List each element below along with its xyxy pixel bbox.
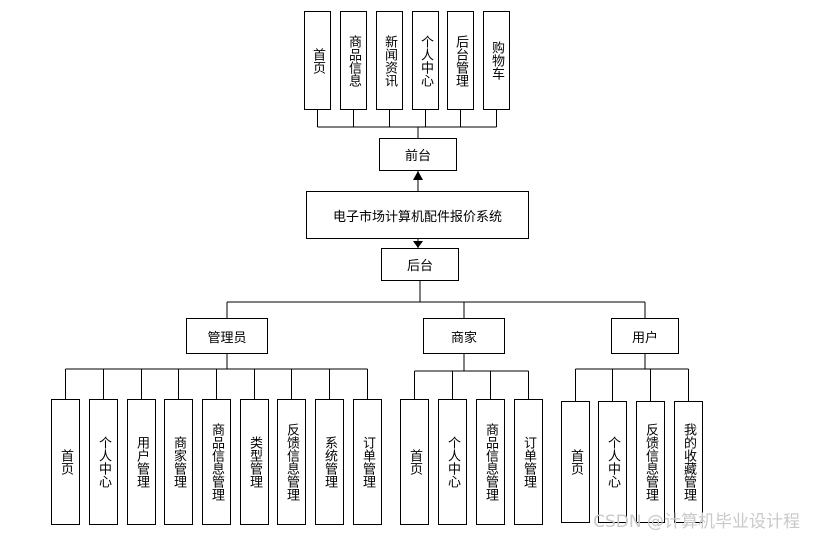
merchant-item-personal-center: 个人中心 xyxy=(438,399,467,525)
user-item-personal-center: 个人中心 xyxy=(598,401,627,523)
watermark: CSDN @计算机毕业设计程 xyxy=(593,512,800,532)
arrow-up-icon xyxy=(413,171,423,180)
front-item-cart: 购物车 xyxy=(483,11,510,110)
system-node: 电子市场计算机配件报价系统 xyxy=(306,191,529,239)
front-node: 前台 xyxy=(379,138,457,171)
front-item-products: 商品信息 xyxy=(340,11,367,110)
front-item-news: 新闻资讯 xyxy=(376,11,403,110)
admin-item-system-mgmt: 系统管理 xyxy=(315,399,344,525)
arrow-down-icon xyxy=(413,241,423,248)
merchant-item-home: 首页 xyxy=(400,399,429,525)
front-item-home: 首页 xyxy=(304,11,331,110)
front-item-admin: 后台管理 xyxy=(447,11,474,110)
user-item-feedback-mgmt: 反馈信息管理 xyxy=(636,401,665,523)
front-item-personal-center: 个人中心 xyxy=(412,11,439,110)
back-node: 后台 xyxy=(381,248,459,281)
group-user: 用户 xyxy=(611,318,679,354)
admin-item-type-mgmt: 类型管理 xyxy=(240,399,269,525)
admin-item-home: 首页 xyxy=(51,399,80,525)
user-item-home: 首页 xyxy=(561,401,590,523)
group-merchant: 商家 xyxy=(423,318,505,354)
admin-item-user-mgmt: 用户管理 xyxy=(127,399,156,525)
admin-item-order-mgmt: 订单管理 xyxy=(353,399,382,525)
merchant-item-order-mgmt: 订单管理 xyxy=(514,399,543,525)
admin-item-merchant-mgmt: 商家管理 xyxy=(164,399,193,525)
merchant-item-product-mgmt: 商品信息管理 xyxy=(476,399,505,525)
group-admin: 管理员 xyxy=(186,318,268,354)
user-item-favorites-mgmt: 我的收藏管理 xyxy=(674,401,703,523)
admin-item-feedback-mgmt: 反馈信息管理 xyxy=(277,399,306,525)
admin-item-product-mgmt: 商品信息管理 xyxy=(202,399,231,525)
admin-item-personal-center: 个人中心 xyxy=(89,399,118,525)
